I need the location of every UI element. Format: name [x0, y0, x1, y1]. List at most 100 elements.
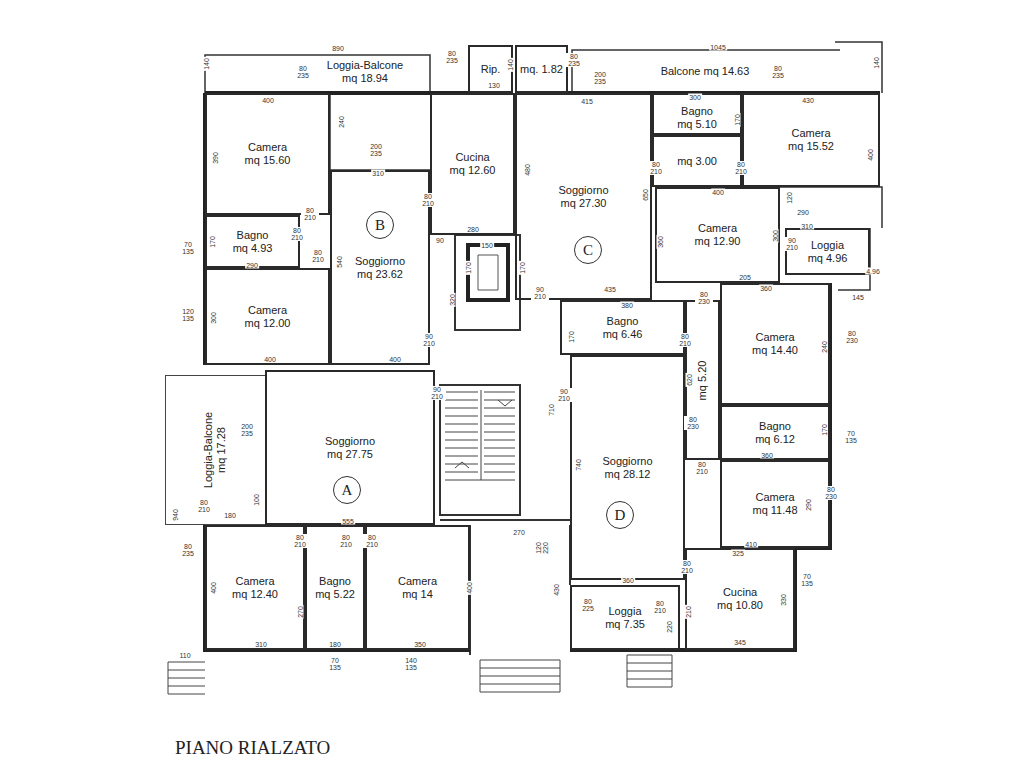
dimension-label: 200 235 [367, 143, 385, 157]
room-box: Bagnomq 5.22 [305, 525, 365, 650]
room-box: Bagnomq 4.93 [205, 215, 300, 268]
dimension-label: 345 [733, 639, 747, 646]
dimension-label: 400 [261, 97, 275, 104]
dimension-label: 100 [253, 493, 260, 507]
dimension-label: 270 [512, 529, 526, 536]
dimension-label: 145 [851, 294, 865, 301]
dimension-label: 80 210 [337, 534, 355, 548]
dimension-label: 80 210 [195, 499, 213, 513]
room-box: Cucinamq 12.60 [430, 93, 515, 235]
room-box: Cameramq 12.90 [655, 187, 780, 283]
room-name: mq 5.20 [696, 360, 709, 400]
dimension-label: 170 [734, 113, 741, 127]
room-box: Cameramq 12.00 [205, 268, 330, 365]
dimension-label: 80 235 [294, 65, 312, 79]
dimension-label: 90 210 [555, 388, 573, 402]
room-area: mq 12.00 [245, 317, 291, 330]
room-box: Soggiornomq 23.62B [330, 170, 430, 365]
room-box: Cucinamq 10.80 [685, 548, 795, 650]
room-name: Bagno [237, 229, 269, 242]
room-area: mq 28.12 [605, 468, 651, 481]
plan-title: PIANO RIALZATO [175, 737, 330, 759]
dimension-label: 80 210 [678, 560, 696, 574]
dimension-label: 480 [524, 163, 531, 177]
dimension-label: 400 [210, 581, 217, 595]
room-box: Cameramq 14.40 [720, 283, 830, 405]
dimension-label: 140 [203, 57, 210, 71]
room-name: Cucina [723, 586, 757, 599]
room-area: mq 15.60 [245, 154, 291, 167]
dimension-label: 300 [772, 229, 779, 243]
dimension-label: 80 210 [291, 534, 309, 548]
dimension-label: 80 210 [647, 161, 665, 175]
apartment-letter: B [375, 217, 385, 233]
dimension-label: 320 [449, 293, 456, 307]
room-name: Loggia-Balcone [327, 59, 403, 72]
side-steps [168, 662, 205, 694]
room-box: Soggiornomq 27.75A [265, 370, 435, 525]
dimension-label: 80 235 [179, 543, 197, 557]
balcony-area: Loggia-Balconemq 18.94 [300, 52, 430, 92]
exterior-wall [205, 93, 880, 650]
room-name: mq. 1.82 [520, 63, 563, 76]
room-box: mq 3.00 [652, 135, 742, 187]
balcony-area: Loggia-Balconemq 17.28 [165, 375, 265, 525]
room-area: mq 4.93 [233, 242, 273, 255]
dimension-label: 710 [548, 403, 555, 417]
dimension-label: 290 [245, 262, 259, 269]
balcony-railing [572, 42, 882, 93]
room-area: mq 17.28 [215, 427, 228, 473]
dimension-label: 130 [487, 82, 501, 89]
dimension-label: 430 [553, 583, 560, 597]
dimension-label: 400 [263, 356, 277, 363]
room-name: Camera [755, 491, 794, 504]
room-area: mq 12.40 [232, 588, 278, 601]
dimension-label: 80 230 [843, 330, 861, 344]
dimension-label: 90 210 [783, 237, 801, 251]
elevator-car [468, 245, 508, 300]
dimension-label: 620 [686, 373, 693, 387]
dimension-label: 80 210 [419, 193, 437, 207]
room-box: Bagnomq 6.12 [720, 405, 830, 460]
room-box: Cameramq 12.40 [205, 525, 305, 650]
dimension-label: 70 135 [842, 430, 860, 444]
stair-well [440, 385, 520, 515]
dimension-label: 4.96 [865, 268, 881, 275]
dimension-label: 540 [336, 255, 343, 269]
entrance-corridor [440, 520, 570, 655]
apartment-circle: A [333, 476, 361, 504]
room-name: Soggiorno [325, 435, 375, 448]
room-box: Cameramq 15.52 [742, 93, 880, 187]
room-area: mq 10.80 [717, 599, 763, 612]
apartment-letter: C [583, 242, 593, 258]
dimension-label: 140 [873, 56, 880, 70]
dimension-label: 70 135 [179, 241, 197, 255]
room-area: mq 27.75 [327, 448, 373, 461]
room-name: Camera [698, 222, 737, 235]
rotated-text-group: Loggia-Balconemq 17.28 [202, 412, 228, 488]
room-name: Camera [235, 575, 274, 588]
apartment-letter: A [342, 482, 353, 498]
dimension-label: 90 210 [428, 386, 446, 400]
room-name: Bagno [319, 575, 351, 588]
dimension-label: 140 135 [402, 657, 420, 671]
dimension-label: 360 [621, 577, 635, 584]
dimension-label: 70 135 [326, 657, 344, 671]
stair-arrow [455, 400, 512, 468]
dimension-label: 390 [212, 151, 219, 165]
dimension-label: 360 [759, 285, 773, 292]
dimension-label: 120 220 [535, 539, 549, 557]
room-name: Soggiorno [602, 455, 652, 468]
balcony-area: Balcone mq 14.63 [570, 50, 840, 93]
entrance-steps [480, 660, 560, 692]
room-area: mq 6.12 [755, 433, 795, 446]
dimension-label: 555 [341, 518, 355, 525]
dimension-label: 170 [209, 235, 216, 249]
dimension-label: 110 [178, 652, 191, 659]
dimension-label: 430 [801, 97, 815, 104]
dimension-label: 380 [620, 302, 634, 309]
room-area: mq 27.30 [561, 197, 607, 210]
room-name: Camera [398, 575, 437, 588]
room-area: mq 15.52 [788, 140, 834, 153]
dimension-label: 210 [685, 605, 692, 619]
